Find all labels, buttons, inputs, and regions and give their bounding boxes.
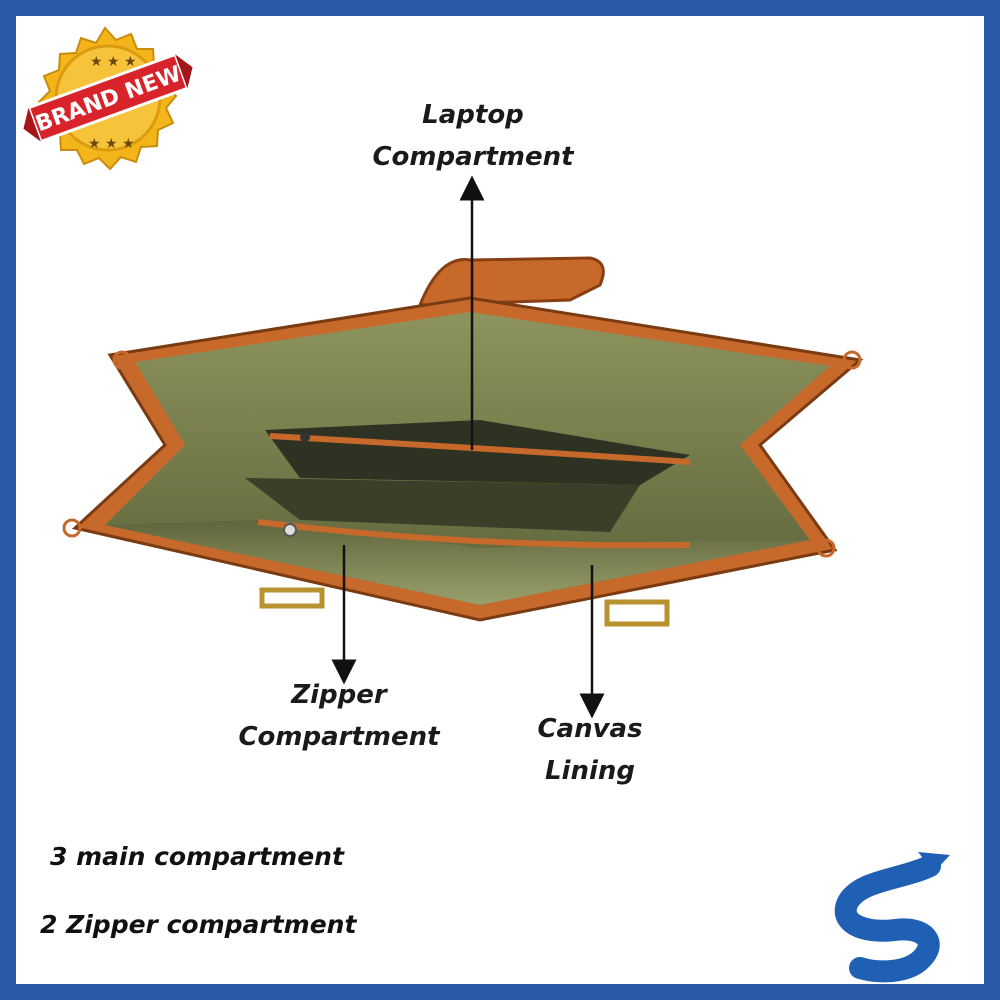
brand-new-seal-icon: ★ ★ ★ ★ ★ ★ BRAND NEW (23, 26, 193, 171)
zipper-label-line1: Zipper (291, 680, 387, 710)
main-compartment-note: 3 main compartment (50, 842, 344, 871)
laptop-label-line2: Compartment (372, 142, 574, 172)
svg-text:★ ★ ★: ★ ★ ★ (88, 136, 135, 152)
brand-s-logo-icon (834, 852, 950, 983)
zipper-compartment-label: Zipper Compartment (236, 674, 442, 758)
zipper-compartment-note: 2 Zipper compartment (40, 910, 357, 939)
open-bag-image (62, 256, 864, 627)
canvas-lining-label: Canvas Lining (510, 708, 670, 792)
laptop-compartment-label: Laptop Compartment (370, 94, 576, 178)
canvas-label-line1: Canvas (537, 714, 643, 744)
svg-text:★ ★ ★: ★ ★ ★ (90, 54, 137, 70)
laptop-label-line1: Laptop (422, 100, 524, 130)
zipper-label-line2: Compartment (238, 722, 440, 752)
canvas-label-line2: Lining (544, 756, 636, 786)
